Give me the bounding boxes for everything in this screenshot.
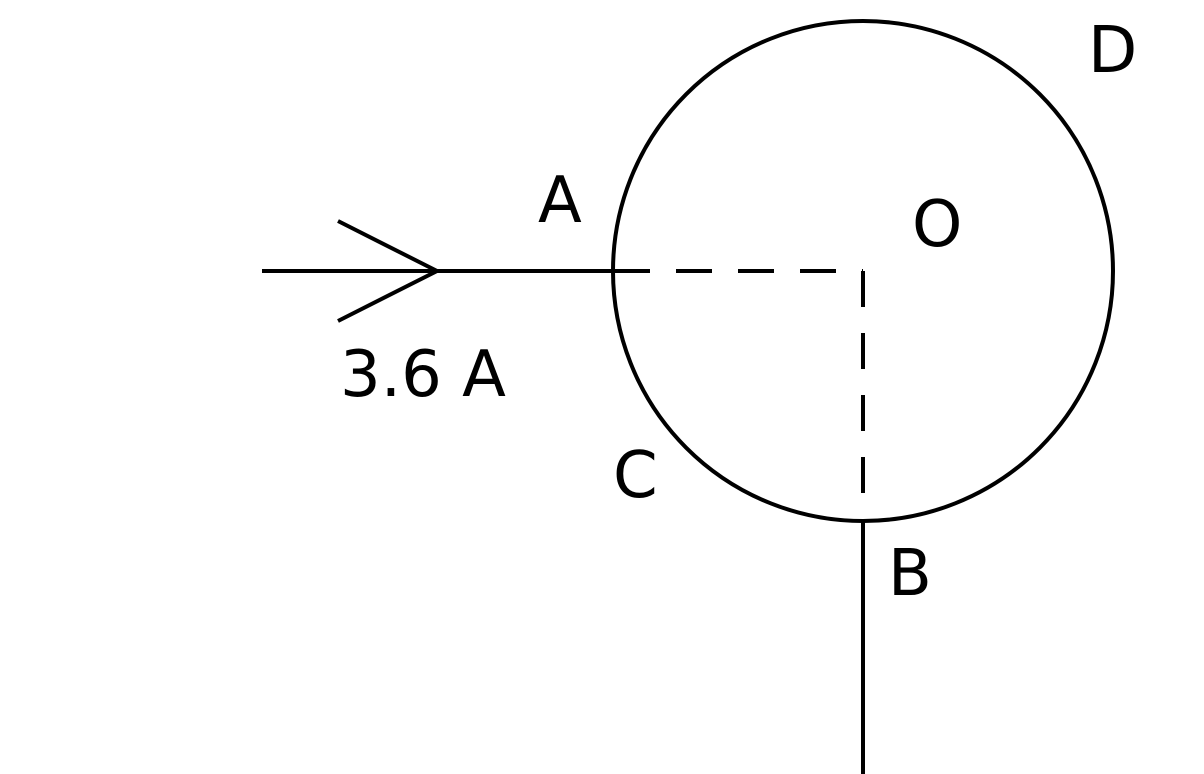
arrowhead-right-icon	[337, 219, 442, 323]
label-center-o: O	[912, 188, 962, 262]
label-current: 3.6 A	[340, 338, 506, 412]
label-point-d: D	[1088, 14, 1137, 88]
label-point-c: C	[613, 439, 658, 513]
label-point-b: B	[888, 537, 932, 611]
label-point-a: A	[538, 164, 582, 238]
